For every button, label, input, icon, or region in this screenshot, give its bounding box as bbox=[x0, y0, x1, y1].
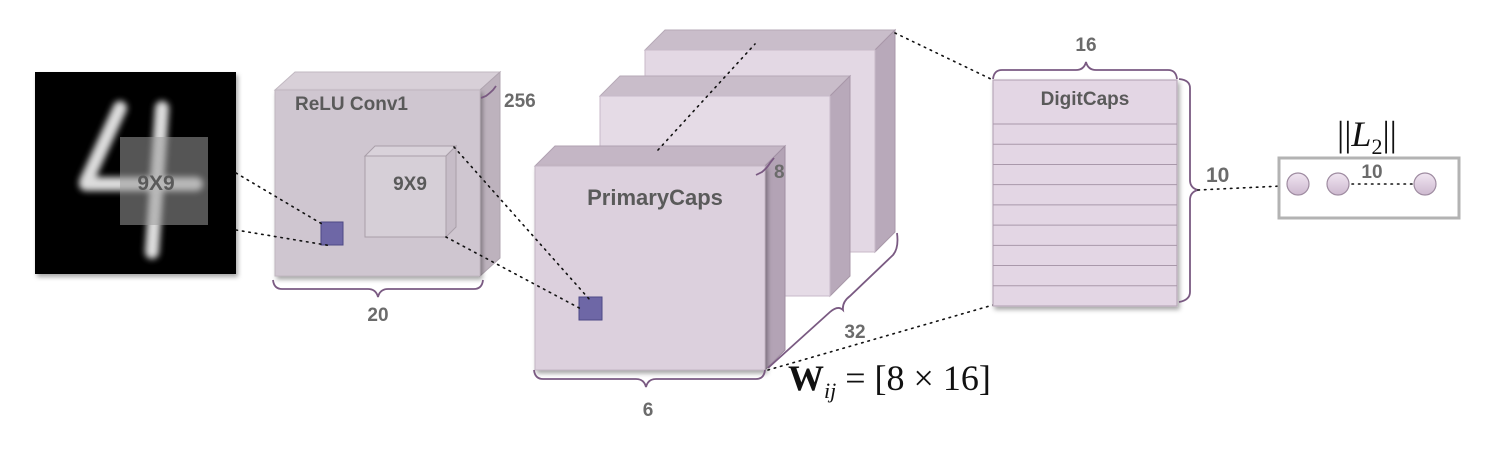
primary-caps-capsule-square bbox=[578, 296, 603, 321]
output-norm-close: || bbox=[1382, 114, 1396, 154]
primary-caps-width-label: 6 bbox=[643, 400, 654, 421]
conv1-width-brace bbox=[272, 279, 484, 298]
output-norm-block: 10 bbox=[1277, 156, 1461, 220]
digit-caps-height-label: 10 bbox=[1206, 164, 1229, 187]
digit-caps-block: DigitCaps bbox=[992, 79, 1178, 307]
primary-caps-width-brace bbox=[533, 369, 766, 388]
output-count-label: 10 bbox=[1361, 162, 1382, 183]
digit-caps-width-label: 16 bbox=[1075, 35, 1096, 56]
conv1-depth-label: 256 bbox=[504, 91, 536, 112]
output-capsule-circle-10 bbox=[1413, 172, 1437, 196]
digit-caps-title: DigitCaps bbox=[1041, 89, 1130, 110]
digit-caps-width-brace bbox=[992, 61, 1178, 80]
connector-primary-to-digit-bottom bbox=[767, 304, 994, 371]
connector-conv-to-primary-bottom bbox=[445, 236, 584, 311]
primary-caps-count-brace bbox=[767, 232, 899, 369]
conv1-kernel-square bbox=[320, 221, 344, 246]
primary-caps-front-cube: PrimaryCaps bbox=[533, 144, 787, 372]
primary-caps-depth-label: 8 bbox=[774, 162, 785, 183]
output-capsule-circle-2 bbox=[1326, 172, 1350, 196]
output-norm-var: L bbox=[1350, 114, 1371, 154]
conv1-block: 9X9 ReLU Conv1 bbox=[273, 70, 502, 278]
digit-caps-rows bbox=[993, 123, 1177, 287]
output-capsule-circle-1 bbox=[1286, 172, 1310, 196]
connector-digit-to-output bbox=[1197, 185, 1283, 191]
conv1-title: ReLU Conv1 bbox=[295, 94, 408, 115]
weight-formula-rest: = [8 × 16] bbox=[836, 358, 991, 398]
connector-stack-diagonal bbox=[657, 43, 756, 151]
input-image: 9X9 bbox=[35, 72, 236, 274]
conv1-width-label: 20 bbox=[367, 305, 388, 326]
output-norm-open: || bbox=[1337, 114, 1351, 154]
output-norm-label: ||L2|| bbox=[1337, 114, 1397, 159]
connector-conv-to-primary-top bbox=[453, 146, 591, 301]
conv1-kernel-label: 9X9 bbox=[393, 174, 427, 195]
input-patch-label: 9X9 bbox=[137, 172, 174, 195]
output-norm-sub: 2 bbox=[1371, 134, 1382, 159]
conv1-depth-brace bbox=[480, 85, 497, 99]
weight-formula: Wij = [8 × 16] bbox=[788, 358, 991, 403]
connector-primary-to-digit-top bbox=[894, 32, 994, 81]
input-receptive-field bbox=[120, 137, 208, 225]
weight-formula-bold: W bbox=[788, 358, 824, 398]
weight-formula-subscript: ij bbox=[824, 378, 836, 403]
primary-caps-count-label: 32 bbox=[844, 322, 865, 343]
digit-caps-height-brace bbox=[1178, 78, 1199, 303]
primary-caps-depth-brace bbox=[755, 157, 775, 176]
primary-caps-title: PrimaryCaps bbox=[587, 185, 723, 210]
